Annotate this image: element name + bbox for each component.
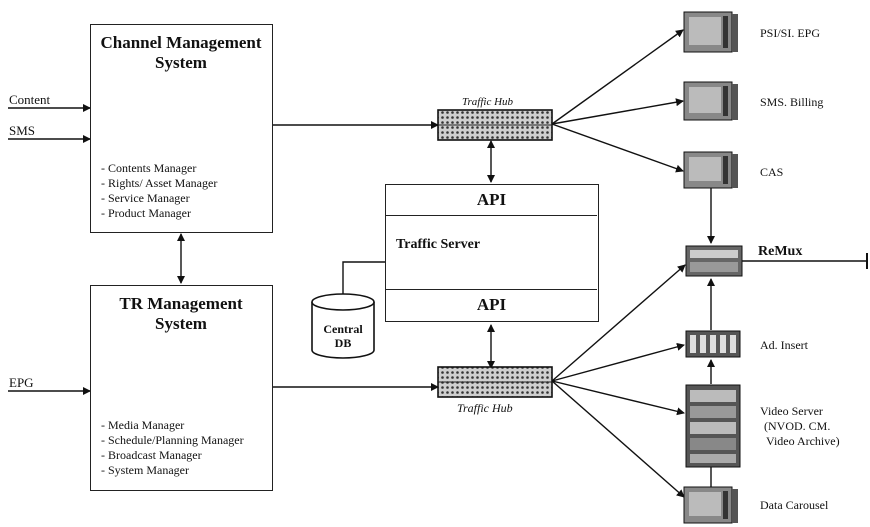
channel-management-list: - Contents Manager - Rights/ Asset Manag… — [101, 161, 217, 221]
hub-to-data-carousel — [551, 380, 685, 498]
tr-management-box: TR Management System - Media Manager - S… — [90, 285, 273, 491]
remux-label: ReMux — [758, 244, 803, 259]
api-top-label: API — [386, 185, 597, 216]
ad-insert-label: Ad. Insert — [760, 338, 808, 352]
list-item: - Broadcast Manager — [101, 448, 202, 462]
sms-billing-icon — [683, 81, 738, 121]
video-server-label: Video Server (NVOD. CM. Video Archive) — [760, 404, 840, 448]
hub-to-ad-insert — [551, 342, 685, 382]
data-carousel-icon — [683, 486, 738, 524]
tr-management-title: TR Management System — [119, 294, 243, 333]
traffic-server-label: Traffic Server — [396, 237, 481, 252]
traffic-hub-top-label: Traffic Hub — [462, 96, 514, 108]
list-item: - Rights/ Asset Manager — [101, 176, 218, 190]
list-item: - System Manager — [101, 463, 189, 477]
ad-insert-icon — [685, 330, 741, 358]
hub-to-psi — [551, 29, 684, 125]
data-carousel-label: Data Carousel — [760, 498, 829, 512]
epg-input-label: EPG — [9, 375, 34, 390]
list-item: - Schedule/Planning Manager — [101, 433, 244, 447]
video-server-icon — [685, 384, 741, 468]
channel-management-title: Channel Management System — [100, 33, 262, 72]
traffic-hub-top-device — [437, 109, 553, 141]
cas-icon — [683, 151, 738, 189]
hub-to-cas — [551, 123, 684, 173]
list-item: - Service Manager — [101, 191, 190, 205]
hub-to-video-server — [551, 380, 685, 416]
traffic-hub-bottom-label: Traffic Hub — [457, 401, 513, 415]
remux-icon — [685, 245, 743, 277]
channel-management-box: Channel Management System - Contents Man… — [90, 24, 273, 233]
central-db-cylinder — [311, 293, 375, 359]
traffic-server-block: API Traffic Server API — [385, 184, 599, 322]
sms-input-label: SMS — [9, 123, 36, 138]
api-bottom-label: API — [386, 289, 597, 321]
list-item: - Media Manager — [101, 418, 185, 432]
tr-management-list: - Media Manager - Schedule/Planning Mana… — [101, 418, 244, 478]
content-input-label: Content — [9, 92, 51, 107]
list-item: - Product Manager — [101, 206, 191, 220]
sms-billing-label: SMS. Billing — [760, 95, 824, 109]
db-connector — [342, 261, 385, 300]
hub-to-remux — [551, 264, 686, 382]
hub-to-sms-billing — [551, 98, 684, 125]
psi-si-epg-icon — [683, 11, 738, 53]
cas-label: CAS — [760, 165, 784, 179]
list-item: - Contents Manager — [101, 161, 197, 175]
central-db-label: Central DB — [323, 322, 363, 350]
traffic-hub-bottom-device — [437, 366, 553, 398]
psi-si-epg-label: PSI/SI. EPG — [760, 26, 821, 40]
